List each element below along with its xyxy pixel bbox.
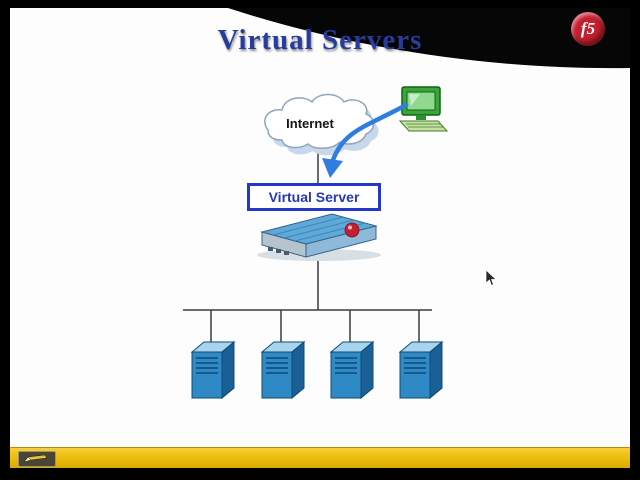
top-swoosh-decoration [228, 8, 630, 69]
virtual-server-box: Virtual Server [247, 183, 381, 211]
workstation-icon [398, 86, 449, 132]
f5-logo: f5 [571, 12, 605, 46]
traffic-arrow-icon [322, 102, 409, 178]
server-farm [190, 340, 444, 400]
connection-lines [183, 148, 432, 344]
network-diagram [183, 86, 449, 400]
internet-cloud-icon [264, 93, 379, 156]
pen-tool-button[interactable] [18, 451, 56, 467]
f5-ball-icon [344, 222, 360, 238]
pen-tool-icon [23, 454, 48, 463]
virtual-server-label: Virtual Server [268, 189, 360, 205]
f5-logo-text: f5 [580, 19, 596, 38]
server-tower-icon [329, 340, 375, 400]
internet-label: Internet [286, 116, 334, 131]
mouse-cursor-icon [486, 270, 497, 286]
slide: Virtual Servers f5 [10, 8, 630, 468]
annotation-bar [10, 447, 630, 468]
server-tower-icon [260, 340, 306, 400]
bigip-appliance-icon [257, 213, 381, 261]
server-tower-icon [398, 340, 444, 400]
server-tower-icon [190, 340, 236, 400]
slide-title: Virtual Servers [217, 24, 423, 56]
